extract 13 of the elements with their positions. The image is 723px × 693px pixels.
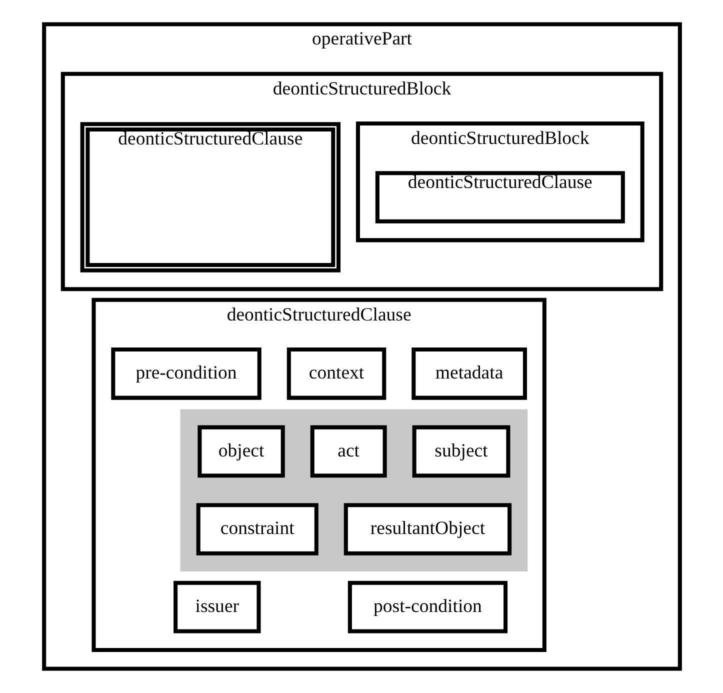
cluster	[180, 409, 528, 572]
node-box: pre-condition	[110, 348, 261, 400]
node-box: deonticStructuredClause	[80, 122, 340, 272]
node-box: act	[310, 425, 386, 478]
node-box: resultantObject	[343, 503, 512, 556]
node-box: post-condition	[347, 580, 508, 634]
node-box: issuer	[173, 580, 260, 634]
node-box: subject	[412, 425, 510, 478]
node-box: context	[286, 348, 386, 400]
node-box: metadata	[411, 348, 526, 400]
node-box: deonticStructuredClause	[374, 171, 624, 224]
node-box: object	[197, 425, 284, 478]
node-box: constraint	[196, 503, 318, 556]
